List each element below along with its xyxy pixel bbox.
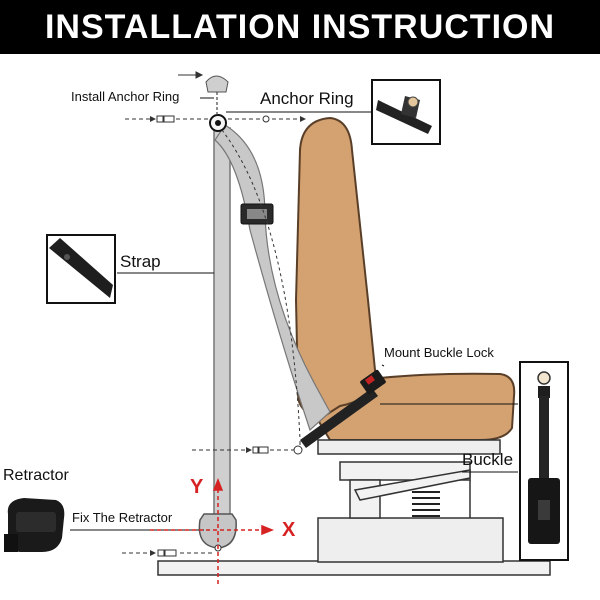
floor-base xyxy=(157,560,551,576)
anchor-ring-label: Anchor Ring xyxy=(260,89,354,108)
y-axis-label: Y xyxy=(190,476,204,498)
retractor-label: Retractor xyxy=(3,467,69,484)
seat-spring-icon xyxy=(412,491,440,517)
seat-pedestal xyxy=(317,517,504,563)
buckle-label: Buckle xyxy=(462,450,514,469)
mount-buckle-lock-label: Mount Buckle Lock xyxy=(384,345,494,360)
install-bolts-top-icon xyxy=(156,115,270,123)
strap-label: Strap xyxy=(120,252,161,271)
buckle-lock-mounted-icon xyxy=(300,388,378,448)
install-bolts-retractor-icon xyxy=(157,549,177,557)
anchor-bolt-icon xyxy=(205,75,229,93)
fix-the-retractor-label: Fix The Retractor xyxy=(72,510,173,525)
install-anchor-ring-label: Install Anchor Ring xyxy=(71,89,180,104)
page-title: INSTALLATION INSTRUCTION xyxy=(0,0,600,54)
seat-frame xyxy=(317,439,501,455)
retractor-inset-icon xyxy=(4,498,65,552)
xy-axis-indicator xyxy=(150,477,275,584)
b-pillar xyxy=(213,127,231,529)
x-axis-label: X xyxy=(282,519,296,541)
seat-suspension-frame xyxy=(339,461,471,519)
install-bolts-buckle-icon xyxy=(252,446,269,454)
